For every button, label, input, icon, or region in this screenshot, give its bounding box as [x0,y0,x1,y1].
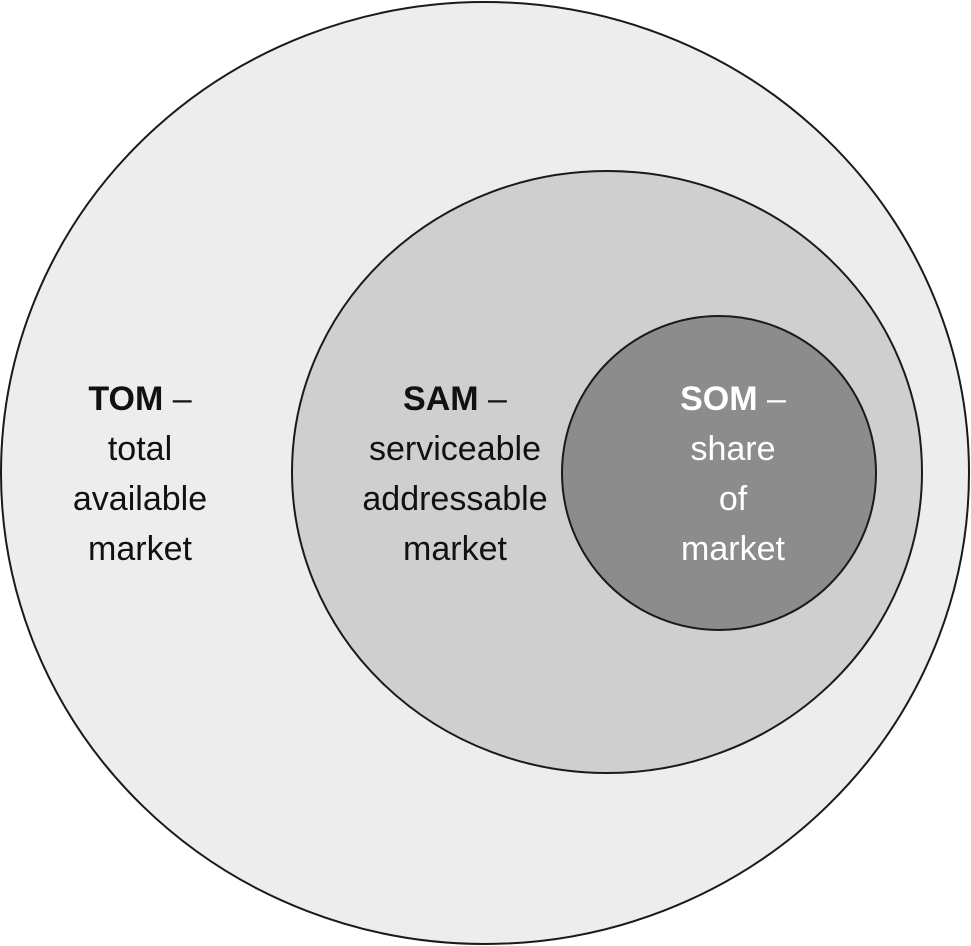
som-line-3: market [681,530,785,568]
som-abbr: SOM [680,380,758,418]
tom-abbr: TOM [88,380,164,418]
sam-line-2: addressable [362,480,548,518]
som-circle [561,315,877,631]
sam-label: SAM – serviceable addressable market [362,374,547,574]
sam-heading: SAM – [362,374,547,424]
som-heading: SOM – [680,374,786,424]
tom-label: TOM – total available market [73,374,207,574]
som-line-1: share [690,430,776,468]
som-label: SOM – share of market [680,374,786,574]
sam-line-1: serviceable [369,430,541,468]
som-dash: – [757,380,786,418]
tom-dash: – [163,380,192,418]
tom-heading: TOM – [73,374,207,424]
sam-dash: – [478,380,507,418]
sam-line-3: market [403,530,507,568]
tom-line-2: available [72,480,208,518]
tom-line-1: total [107,430,173,468]
sam-abbr: SAM [403,380,479,418]
tom-line-3: market [88,530,192,568]
som-line-2: of [718,480,748,518]
